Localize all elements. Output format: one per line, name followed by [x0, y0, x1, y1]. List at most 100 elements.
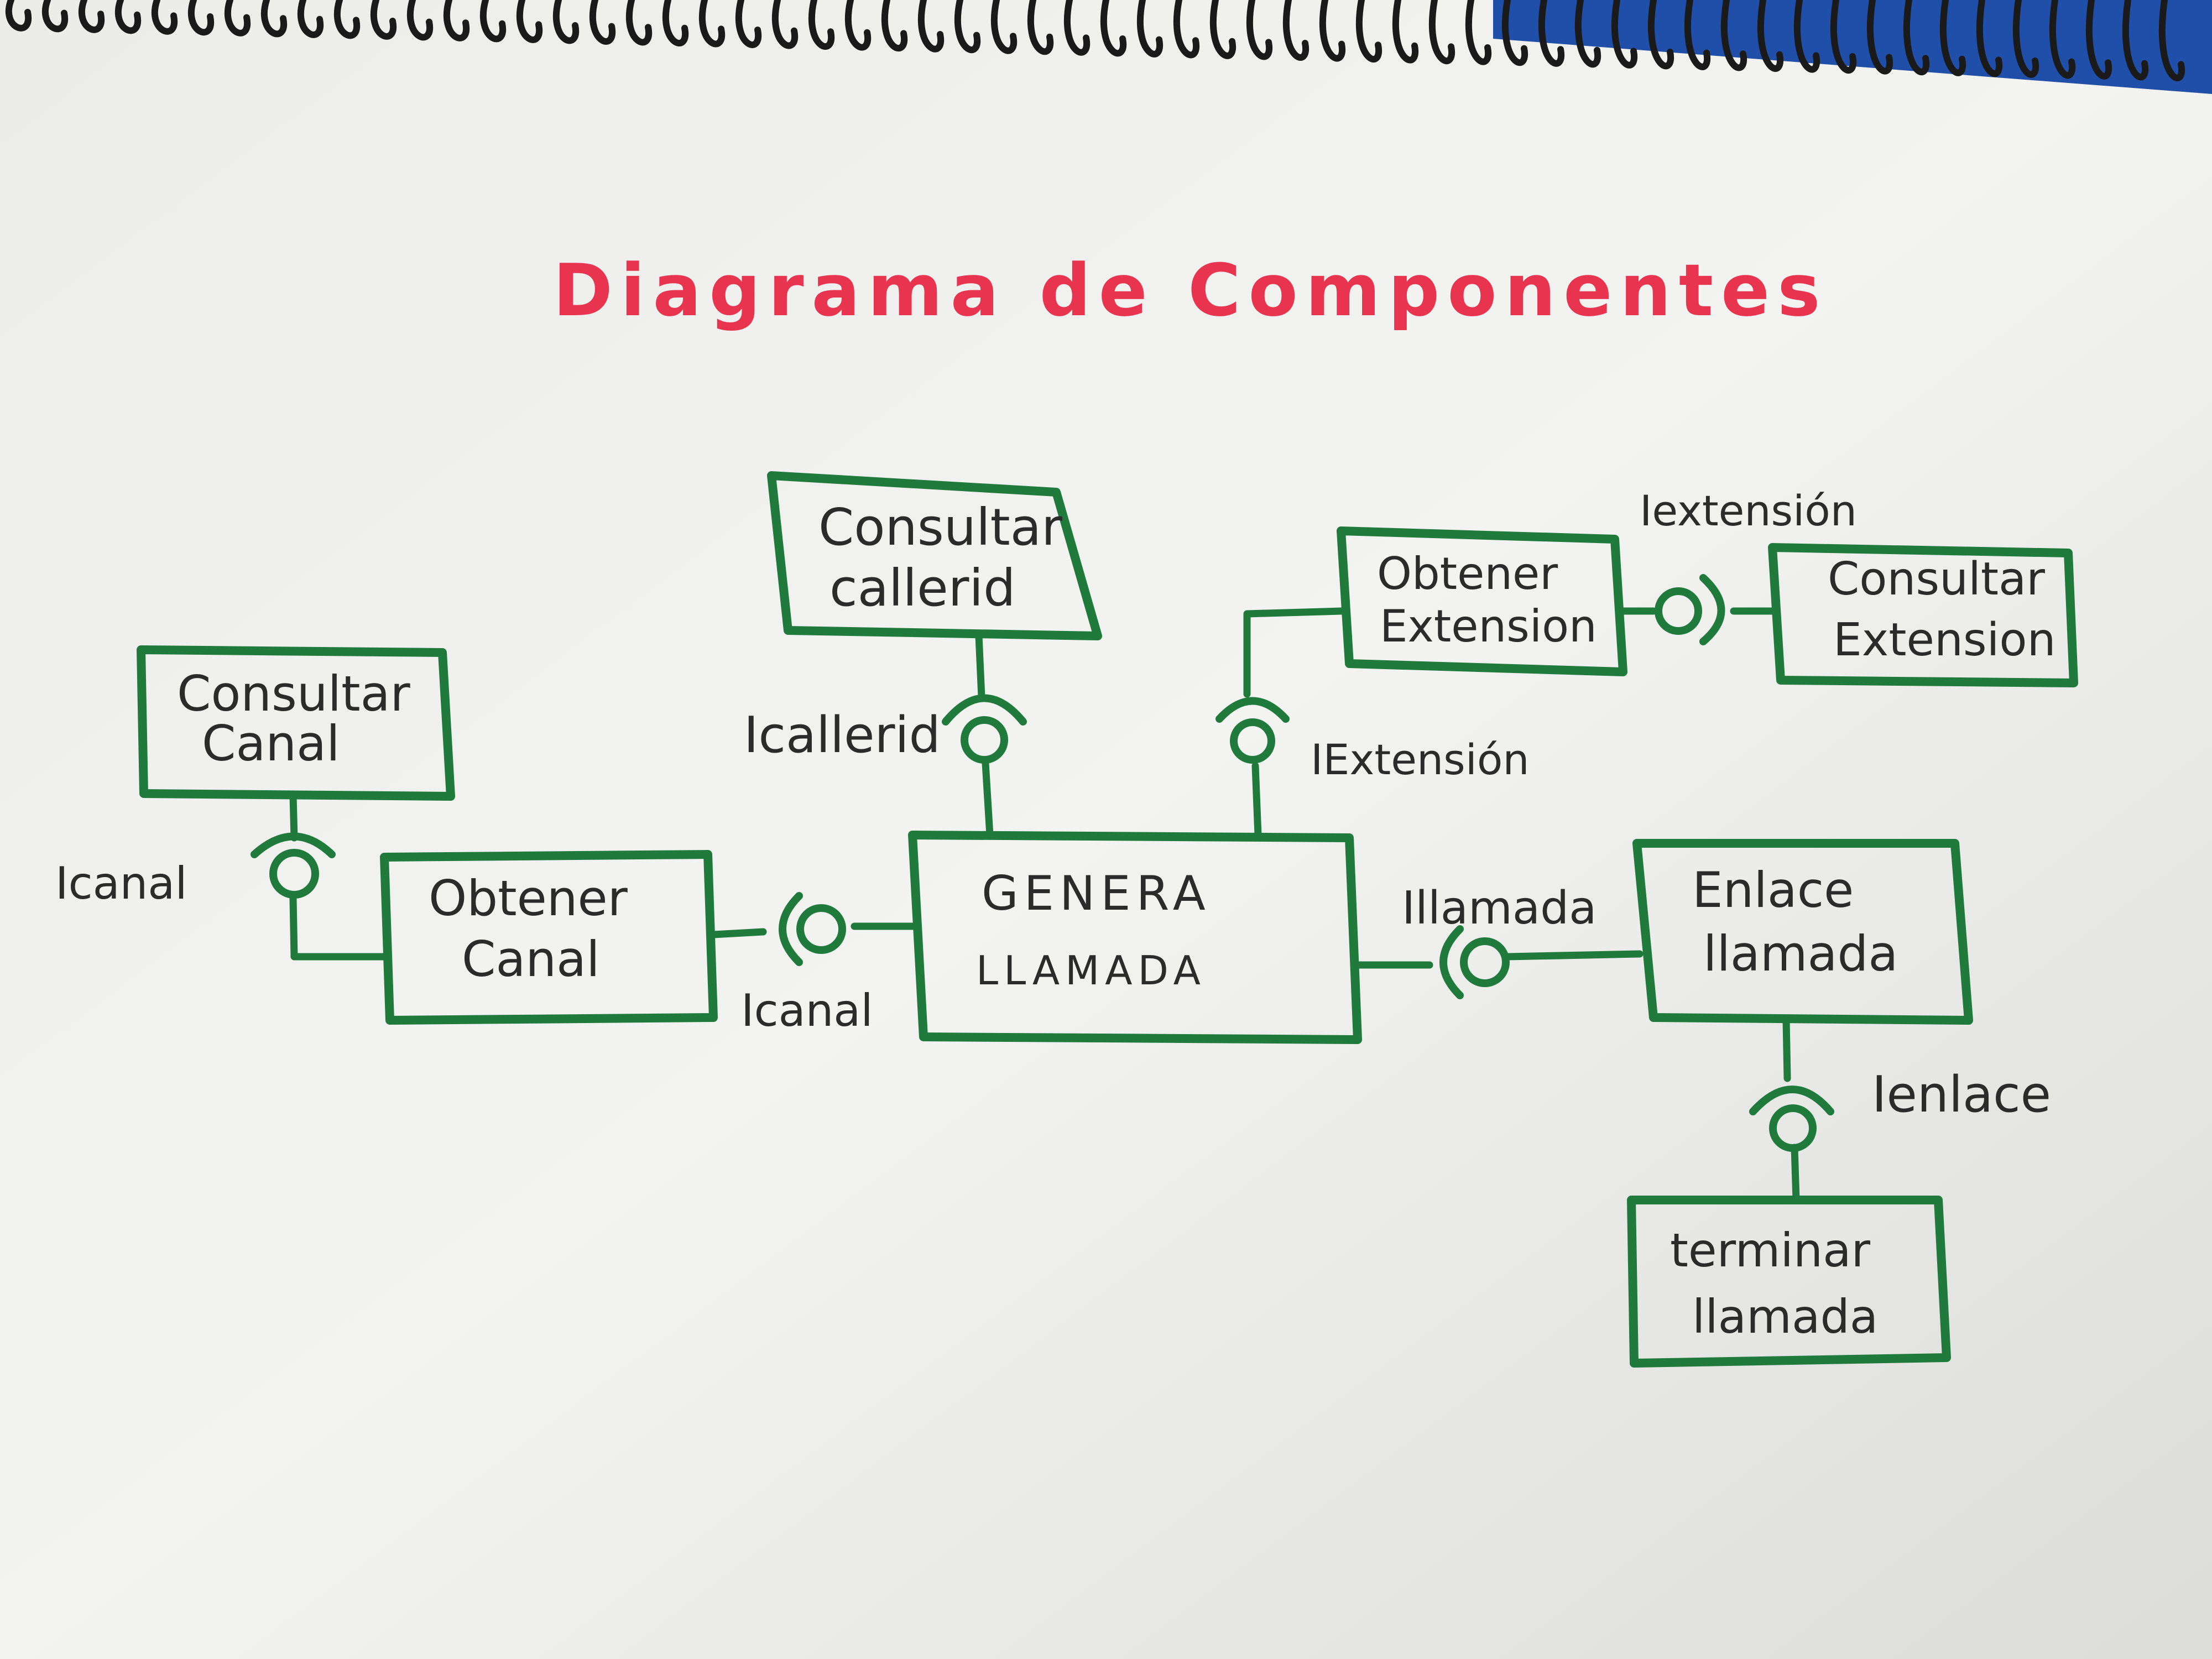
spiral-coil — [698, 0, 726, 48]
spiral-coil — [2086, 0, 2112, 80]
label-obtener-canal-1: Obtener — [429, 870, 628, 927]
spiral-coil — [771, 0, 799, 49]
label-consultar-canal-1: Consultar — [177, 665, 411, 722]
spiral-coil — [808, 0, 835, 50]
wire-terminar-top — [1791, 1144, 1800, 1204]
label-obtener-extension-2: Extension — [1380, 601, 1597, 652]
label-consultar-canal-2: Canal — [202, 715, 340, 772]
label-consultar-extension-2: Extension — [1833, 614, 2056, 666]
spiral-coil — [1903, 0, 1930, 76]
label-terminar-llamada-2: llamada — [1692, 1290, 1878, 1344]
wire-enlace-bottom — [1782, 1016, 1791, 1082]
diagram-title: Diagrama de Componentes — [553, 248, 1828, 332]
label-icanal-left: Icanal — [55, 858, 187, 909]
spiral-coil — [1173, 0, 1200, 59]
label-ienlace: Ienlace — [1872, 1066, 2051, 1124]
label-enlace-llamada-1: Enlace — [1692, 862, 1854, 919]
wire-extension-bottom — [1251, 762, 1262, 839]
box-obtener-canal — [380, 850, 718, 1025]
spiral-coil — [1866, 0, 1893, 75]
spiral-coil — [1428, 0, 1455, 65]
spiral-coil — [1684, 0, 1711, 70]
consultar-extension-socket — [1699, 574, 1725, 645]
label-consultar-callerid-2: callerid — [830, 559, 1015, 618]
label-consultar-extension-1: Consultar — [1828, 553, 2045, 606]
spiral-coil — [1392, 0, 1419, 64]
label-obtener-extension-1: Obtener — [1377, 548, 1558, 599]
spiral-coil — [1574, 0, 1601, 68]
label-consultar-callerid-1: Consultar — [818, 498, 1062, 557]
callerid-socket — [942, 694, 1027, 726]
label-icallerid: Icallerid — [744, 706, 941, 764]
box-consultar-canal — [137, 645, 455, 801]
genera-canal-socket — [779, 892, 803, 966]
spiral-coil — [224, 0, 251, 36]
spiral-coil — [41, 0, 69, 33]
wire-extension-top — [1243, 607, 1345, 698]
spiral-coil — [1027, 0, 1054, 55]
spiral-coil — [333, 0, 361, 39]
spiral-coil — [2012, 0, 2039, 78]
spiral-coil — [2159, 0, 2185, 81]
wire-callerid-bottom — [982, 759, 994, 839]
spiral-coil — [1282, 0, 1310, 61]
spiral-coil — [1501, 0, 1528, 66]
spiral-coil — [2049, 0, 2076, 79]
wire-obtener-canal-right — [709, 928, 767, 938]
spiral-coil — [662, 0, 689, 46]
label-icanal-mid: Icanal — [741, 985, 873, 1036]
canal-ball — [269, 849, 319, 899]
label-genera-llamada-1: Genera — [982, 866, 1211, 921]
spiral-coil — [479, 0, 507, 43]
spiral-coil — [297, 0, 324, 38]
spiral-coil — [954, 0, 981, 54]
spiral-coil — [1246, 0, 1273, 60]
box-terminar-llamada — [1627, 1196, 1951, 1368]
spiral-coil — [1757, 0, 1784, 72]
spiral-coil — [1319, 0, 1346, 62]
box-enlace-llamada — [1632, 839, 1973, 1025]
spiral-coil — [443, 0, 470, 41]
wire-callerid-top — [975, 632, 985, 701]
wire-canal-bottom — [289, 895, 391, 961]
box-genera-llamada — [908, 831, 1362, 1044]
spiral-coil — [990, 0, 1018, 54]
extension-ball — [1230, 718, 1275, 764]
spiral-coil — [151, 0, 178, 35]
spiral-coil — [1063, 0, 1091, 56]
spiral-coil — [1538, 0, 1565, 67]
spiral-binding — [5, 0, 2185, 81]
box-obtener-extension — [1337, 526, 1627, 676]
spiral-coil — [5, 0, 32, 32]
enlace-ball — [1769, 1104, 1817, 1152]
wire-canal-top — [289, 792, 298, 842]
spiral-coil — [589, 0, 616, 45]
canal-socket — [251, 832, 336, 858]
spiral-coil — [1720, 0, 1747, 71]
spiral-coil — [1355, 0, 1383, 62]
spiral-coil — [625, 0, 653, 46]
callerid-ball — [961, 716, 1008, 764]
spiral-coil — [552, 0, 580, 44]
spiral-coil — [114, 0, 142, 34]
spiral-coil — [370, 0, 397, 40]
spiral-coil — [1209, 0, 1237, 59]
llamada-ball — [1460, 937, 1510, 987]
spiral-coil — [187, 0, 215, 36]
spiral-coil — [1830, 0, 1857, 74]
spiral-coil — [1939, 0, 1966, 76]
spiral-coil — [516, 0, 543, 43]
label-illamada: Illamada — [1402, 882, 1597, 935]
llamada-socket — [1439, 925, 1464, 999]
extension-socket — [1215, 697, 1290, 723]
label-obtener-canal-2: Canal — [462, 931, 600, 988]
label-terminar-llamada-1: terminar — [1670, 1223, 1871, 1277]
label-iextension-mid: IExtensión — [1311, 735, 1530, 784]
box-consultar-callerid — [767, 471, 1102, 640]
spiral-coil — [1647, 0, 1674, 70]
consultar-extension-ball — [1655, 587, 1702, 635]
